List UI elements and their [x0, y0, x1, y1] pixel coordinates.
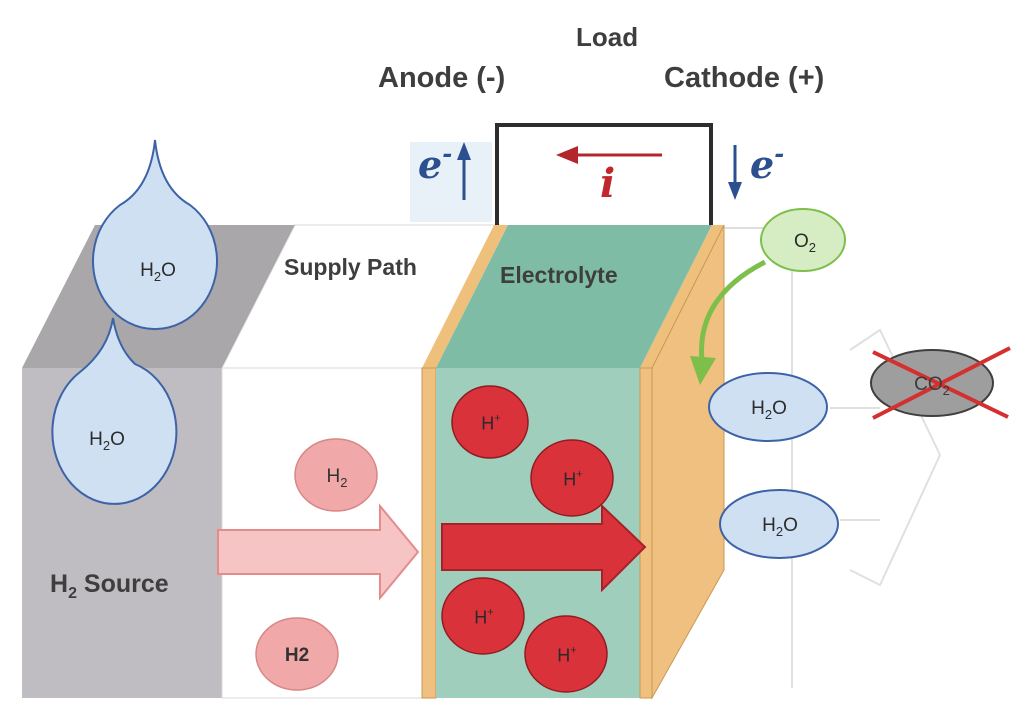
supply-path-label: Supply Path [284, 254, 417, 280]
exhaust-guide-lines [718, 227, 942, 688]
oxygen-flow-path [699, 259, 767, 361]
water-product-upper-label: H2O [751, 398, 787, 422]
water-product-upper [708, 372, 828, 442]
water-product-lower [719, 489, 839, 559]
load-label: Load [576, 22, 639, 52]
cathode-layer [639, 367, 653, 699]
proton-3 [441, 577, 525, 655]
water-droplet-lower-label: H2O [89, 429, 125, 453]
h2-molecule-lower [255, 617, 339, 691]
co2-cross-line-2 [872, 346, 1011, 420]
co2-molecule-label: CO2 [914, 374, 950, 398]
anode-layer [421, 367, 437, 699]
current-label: i [600, 160, 616, 207]
anode-label: Anode (-) [378, 62, 506, 94]
proton-4-label: H+ [557, 644, 577, 666]
proton-4 [524, 615, 608, 693]
electrolyte-label: Electrolyte [500, 262, 618, 288]
proton-1 [451, 385, 529, 459]
electron-label-cathode: e- [750, 139, 785, 187]
anode-layer-top [422, 225, 508, 368]
h2-molecule-lower-label: H2 [284, 645, 310, 666]
cathode-label: Cathode (+) [664, 62, 825, 94]
oxygen-molecule [760, 208, 846, 272]
water-droplet-upper [92, 139, 218, 331]
water-product-lower-label: H2O [762, 515, 798, 539]
external-circuit-wire [495, 123, 713, 225]
proton-1-label: H+ [481, 412, 501, 434]
h2-source-label: H2 Source [50, 570, 169, 602]
cathode-side-face [651, 224, 725, 700]
electron-label-anode: e- [418, 139, 453, 187]
electron-up-arrow-icon [457, 142, 471, 160]
proton-2 [530, 439, 614, 517]
oxygen-arrow-icon [690, 356, 716, 385]
electron-down-arrow-icon [728, 182, 742, 200]
water-droplet-upper-label: H2O [140, 260, 176, 284]
h2-molecule-upper-label: H2 [326, 466, 348, 490]
electrolyte-top-face [436, 225, 712, 368]
proton-3-label: H+ [474, 606, 494, 628]
oxygen-molecule-label: O2 [793, 231, 817, 255]
water-droplet-lower [51, 317, 178, 505]
proton-2-label: H+ [563, 468, 583, 490]
electron-highlight-box [410, 142, 492, 222]
proton-flow-arrow [441, 503, 647, 593]
h2-flow-arrow [217, 503, 420, 601]
current-arrow-icon [556, 146, 578, 164]
h2-molecule-upper [294, 438, 378, 512]
cathode-layer-top [640, 225, 724, 368]
